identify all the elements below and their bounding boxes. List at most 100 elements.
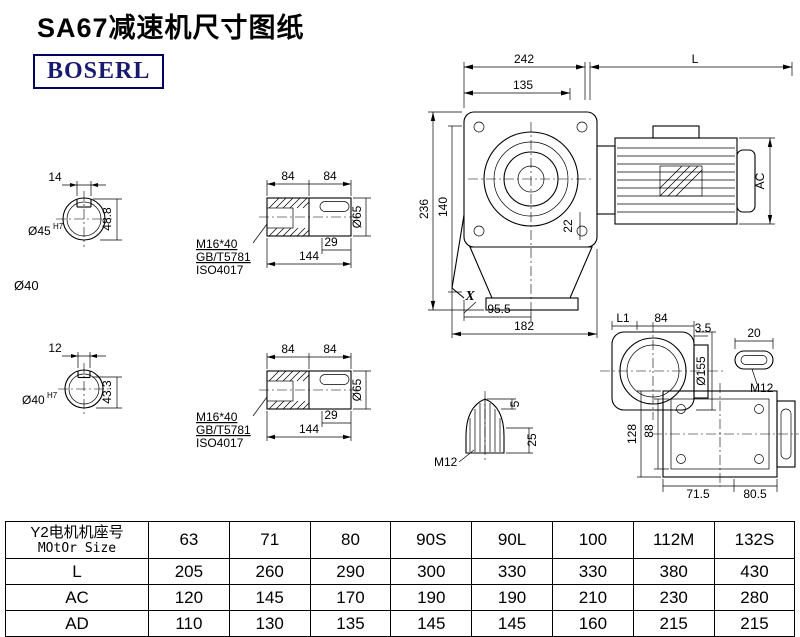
cell: 430 xyxy=(713,558,796,585)
cell: 160 xyxy=(551,610,634,637)
dim-off-b: 80.5 xyxy=(743,487,767,501)
label-bore-tol-bottom: H7 xyxy=(47,391,58,400)
label-bore-dia-top: Ø45 xyxy=(28,224,51,238)
dim-keyway-width-top: 14 xyxy=(48,170,62,184)
cell: 330 xyxy=(551,558,634,585)
view-key-section: 5 25 M12 xyxy=(434,391,539,469)
dim-base-center: 95.5 xyxy=(487,302,511,316)
label-thread-top: M16*40 xyxy=(196,237,238,251)
cell: 210 xyxy=(551,584,634,611)
header-size: 100 xyxy=(551,521,634,559)
dim-bore-25: 25 xyxy=(525,433,539,447)
motor-size-table: Y2电机机座号 MOtOr Size 63 71 80 90S 90L 100 … xyxy=(5,521,796,637)
dim-motor-length: L xyxy=(692,52,699,66)
header-size: 90L xyxy=(471,521,553,559)
label-bore-dia-bottom: Ø40 xyxy=(22,393,45,407)
header-motor-size-cn: Y2电机机座号 xyxy=(30,524,124,541)
cell: 145 xyxy=(390,610,473,637)
header-size: 80 xyxy=(309,521,392,559)
dim-seg-b-bottom: 84 xyxy=(323,342,337,356)
dim-shaft-height-bottom: 43.3 xyxy=(100,380,114,404)
cell: 190 xyxy=(390,584,473,611)
dim-motor-dia: AC xyxy=(753,172,767,189)
header-size: 71 xyxy=(228,521,311,559)
label-std2-bottom: ISO4017 xyxy=(196,436,244,450)
table-header-row: Y2电机机座号 MOtOr Size 63 71 80 90S 90L 100 … xyxy=(5,521,796,559)
dim-off-a: 71.5 xyxy=(686,487,710,501)
cell: 300 xyxy=(390,558,473,585)
dim-total-height: 236 xyxy=(417,199,431,219)
view-shaft-end-bottom: 12 43.3 Ø40 H7 xyxy=(22,341,122,415)
view-front: 242 L 135 236 140 xyxy=(417,52,793,338)
dim-bottom-outer: 128 xyxy=(625,424,639,444)
dim-seg-a-top: 84 xyxy=(281,169,295,183)
dim-seg-b-top: 84 xyxy=(323,169,337,183)
view-shaft-detail-top: 84 84 29 144 Ø65 M16*40 GB/T5781 ISO4017 xyxy=(196,169,371,277)
cell: 135 xyxy=(309,610,392,637)
technical-drawing: 14 48.8 Ø45 H7 Ø40 12 4 xyxy=(14,52,799,501)
cell: 380 xyxy=(632,558,715,585)
dim-seg-a-bottom: 84 xyxy=(281,342,295,356)
table-row-AC: AC 120 145 170 190 190 210 230 280 xyxy=(5,584,796,611)
brand-logo: BOSERL xyxy=(33,54,165,89)
header-size: 112M xyxy=(632,521,715,559)
view-shaft-detail-bottom: 84 84 29 144 Ø65 M16*40 GB/T5781 ISO4017 xyxy=(196,342,371,450)
row-label: AD xyxy=(5,610,149,637)
cell: 230 xyxy=(632,584,715,611)
dim-key-depth: 5 xyxy=(508,400,522,407)
label-std1-top: GB/T5781 xyxy=(196,250,251,264)
table-row-AD: AD 110 130 135 145 145 160 215 215 xyxy=(5,610,796,637)
dim-slot-len: 20 xyxy=(747,326,761,340)
header-size: 90S xyxy=(390,521,473,559)
ref-mark-x: X xyxy=(464,289,475,304)
dim-shaft-dia-bottom: Ø65 xyxy=(350,378,364,401)
dim-total-len-bottom: 144 xyxy=(299,422,319,436)
table-row-L: L 205 260 290 300 330 330 380 430 xyxy=(5,558,796,585)
dim-keyway-len-bottom: 29 xyxy=(324,408,338,422)
label-side-thread: M12 xyxy=(750,381,774,395)
dim-shaft-dia-top: Ø65 xyxy=(350,205,364,228)
cell: 330 xyxy=(471,558,553,585)
dim-total-len-top: 144 xyxy=(299,249,319,263)
cell: 205 xyxy=(148,558,230,585)
header-size: 63 xyxy=(148,521,230,559)
dim-keyway-width-bottom: 12 xyxy=(48,341,62,355)
cell: 190 xyxy=(471,584,553,611)
dim-body-dia: Ø155 xyxy=(694,356,708,386)
cell: 145 xyxy=(471,610,553,637)
label-bore-tol-top: H7 xyxy=(53,222,64,231)
cell: 145 xyxy=(228,584,311,611)
dim-flange-width: 135 xyxy=(513,78,533,92)
cell: 170 xyxy=(309,584,392,611)
label-std2-top: ISO4017 xyxy=(196,263,244,277)
dim-shaft-height-top: 48.8 xyxy=(100,207,114,231)
dim-side-84: 84 xyxy=(654,311,668,325)
dim-keyway-len-top: 29 xyxy=(324,235,338,249)
dim-l1: L1 xyxy=(616,311,630,325)
dim-plate: 3.5 xyxy=(695,321,712,335)
cell: 260 xyxy=(228,558,311,585)
cell: 280 xyxy=(713,584,796,611)
dim-base-width: 182 xyxy=(514,319,534,333)
cell: 120 xyxy=(148,584,230,611)
label-shaft-dia: Ø40 xyxy=(14,278,39,293)
dim-bottom-inner: 88 xyxy=(642,424,656,438)
cell: 110 xyxy=(148,610,230,637)
dim-body-width: 242 xyxy=(514,52,534,66)
cell: 130 xyxy=(228,610,311,637)
row-label: L xyxy=(5,558,149,585)
view-bottom: 128 88 71.5 80.5 xyxy=(625,383,799,501)
dim-center-height: 140 xyxy=(436,197,450,217)
page-title: SA67减速机尺寸图纸 xyxy=(37,13,305,43)
dim-key: 22 xyxy=(561,219,575,233)
cell: 215 xyxy=(713,610,796,637)
view-shaft-end-top: 14 48.8 Ø45 H7 xyxy=(28,170,122,247)
cell: 215 xyxy=(632,610,715,637)
label-thread-bottom: M16*40 xyxy=(196,410,238,424)
cell: 290 xyxy=(309,558,392,585)
row-label: AC xyxy=(5,584,149,611)
label-std1-bottom: GB/T5781 xyxy=(196,423,251,437)
header-motor-size-cell: Y2电机机座号 MOtOr Size xyxy=(5,521,149,559)
header-size: 132S xyxy=(713,521,796,559)
